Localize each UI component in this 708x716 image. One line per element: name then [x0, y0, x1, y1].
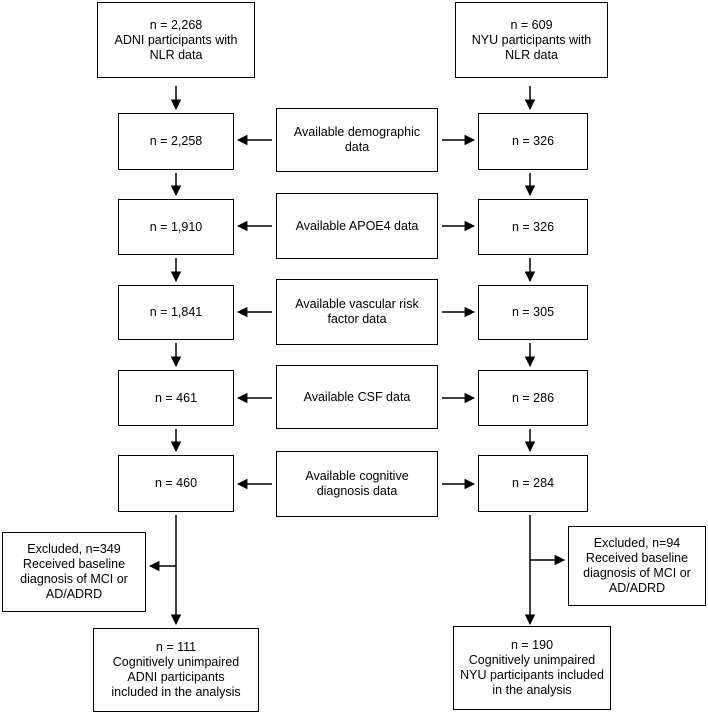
adni-start-line-3: NLR data: [149, 47, 203, 62]
nyu-step-4-box: n = 286: [478, 370, 588, 426]
adni-start-line-1: n = 2,268: [149, 17, 203, 32]
adni-excluded-line-2: Received baseline: [22, 557, 126, 571]
criteria-4-line-1: Available CSF data: [303, 389, 411, 404]
nyu-final-line-4: in the analysis: [492, 683, 572, 697]
nyu-step-5-box: n = 284: [478, 455, 588, 512]
nyu-step-4-count: n = 286: [511, 390, 555, 405]
adni-step-3-box: n = 1,841: [118, 285, 234, 340]
adni-final-line-3: ADNI participants: [127, 670, 225, 684]
criteria-2-line-1: Available APOE4 data: [295, 218, 419, 233]
nyu-final-line-1: n = 190: [510, 638, 554, 652]
adni-final-line-4: included in the analysis: [111, 685, 241, 699]
adni-step-4-count: n = 461: [154, 390, 198, 405]
nyu-start-line-1: n = 609: [510, 17, 553, 32]
adni-step-4-box: n = 461: [118, 370, 234, 426]
criteria-3-box: Available vascular risk factor data: [276, 279, 438, 345]
adni-step-5-count: n = 460: [154, 476, 198, 490]
adni-start-box: n = 2,268 ADNI participants with NLR dat…: [97, 2, 255, 78]
adni-final-line-1: n = 111: [155, 640, 197, 654]
nyu-step-2-count: n = 326: [511, 219, 555, 234]
adni-excluded-line-1: Excluded, n=349: [27, 542, 121, 556]
adni-final-line-2: Cognitively unimpaired: [112, 655, 240, 669]
adni-step-2-count: n = 1,910: [149, 219, 203, 234]
adni-start-line-2: ADNI participants with: [114, 32, 238, 47]
criteria-5-line-1: Available cognitive: [305, 469, 409, 483]
criteria-4-box: Available CSF data: [276, 365, 438, 429]
nyu-step-2-box: n = 326: [478, 199, 588, 255]
adni-excluded-line-3: diagnosis of MCI or: [20, 572, 128, 586]
nyu-step-5-count: n = 284: [511, 476, 555, 490]
adni-step-1-box: n = 2,258: [118, 113, 234, 170]
nyu-excluded-line-1: Excluded, n=94: [593, 536, 681, 550]
adni-step-2-box: n = 1,910: [118, 199, 234, 255]
criteria-3-line-1: Available vascular risk: [295, 297, 419, 311]
adni-step-5-box: n = 460: [118, 455, 234, 512]
nyu-step-1-box: n = 326: [478, 113, 588, 170]
criteria-3-line-2: factor data: [327, 312, 387, 326]
nyu-excluded-box: Excluded, n=94 Received baseline diagnos…: [568, 526, 706, 606]
criteria-5-line-2: diagnosis data: [316, 484, 398, 498]
adni-final-box: n = 111 Cognitively unimpaired ADNI part…: [93, 628, 259, 712]
criteria-1-line-1: Available demographic: [293, 125, 421, 139]
nyu-step-3-box: n = 305: [478, 285, 588, 340]
adni-excluded-line-4: AD/ADRD: [45, 587, 103, 601]
nyu-excluded-line-2: Received baseline: [585, 551, 689, 565]
nyu-final-box: n = 190 Cognitively unimpaired NYU parti…: [453, 626, 611, 710]
adni-step-3-count: n = 1,841: [149, 305, 203, 319]
nyu-excluded-line-4: AD/ADRD: [608, 581, 666, 595]
nyu-step-3-count: n = 305: [511, 305, 555, 319]
nyu-excluded-line-3: diagnosis of MCI or: [583, 566, 691, 580]
adni-excluded-box: Excluded, n=349 Received baseline diagno…: [2, 532, 146, 612]
criteria-5-box: Available cognitive diagnosis data: [276, 451, 438, 517]
criteria-1-line-2: data: [344, 140, 370, 154]
nyu-start-box: n = 609 NYU participants with NLR data: [455, 2, 608, 78]
nyu-start-line-3: NLR data: [505, 47, 558, 62]
nyu-step-1-count: n = 326: [511, 134, 555, 148]
nyu-final-line-3: NYU participants included: [460, 668, 604, 682]
criteria-2-box: Available APOE4 data: [276, 193, 438, 259]
adni-step-1-count: n = 2,258: [149, 134, 203, 148]
criteria-1-box: Available demographic data: [276, 108, 438, 172]
nyu-final-line-2: Cognitively unimpaired: [468, 653, 596, 667]
nyu-start-line-2: NYU participants with: [471, 32, 592, 47]
